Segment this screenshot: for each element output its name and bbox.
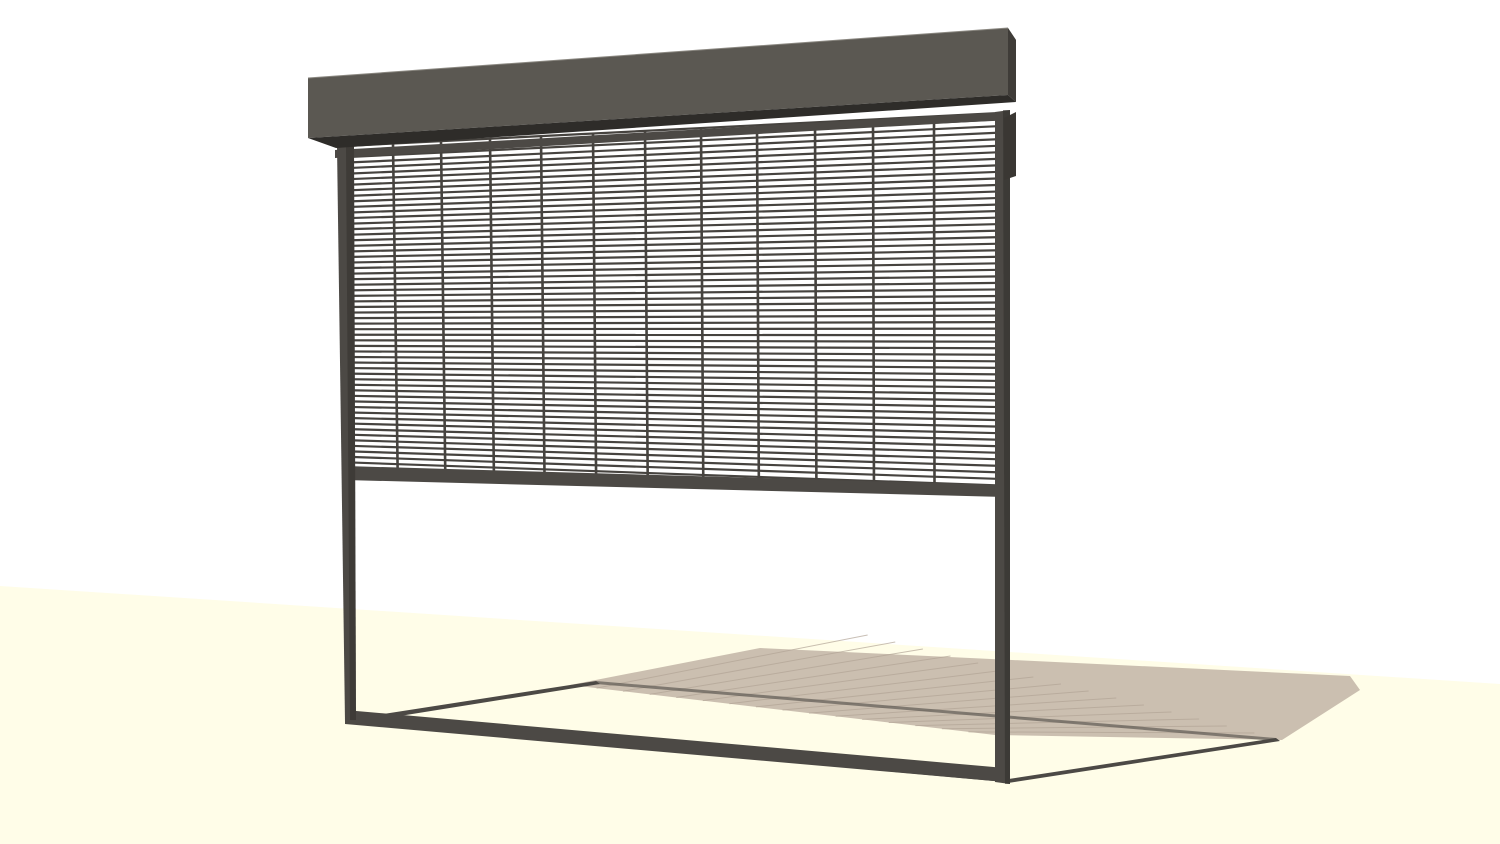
shutter-slat [345, 190, 1001, 214]
box-underside [308, 95, 1016, 148]
shadow-slat-line [888, 711, 1172, 723]
frame-post-right-shade [1003, 110, 1010, 784]
shutter-slat [346, 236, 1001, 253]
shutter-slat [345, 177, 1001, 203]
shutter-slat [345, 131, 1001, 164]
shutter-slat [346, 229, 1001, 248]
shutter-slat [346, 242, 1001, 259]
shutter-slat [347, 327, 1001, 331]
ground-bar-left [345, 681, 600, 724]
shutter-slat [348, 383, 1001, 396]
shutter-slat-panel [343, 111, 1002, 494]
shutter-slat [346, 222, 1001, 242]
shutter-slat [346, 209, 1001, 231]
shutter-slat [348, 389, 1001, 402]
shutter-slat [349, 411, 1001, 428]
shutter-slat [346, 255, 1001, 270]
shutter-vertical-guide [643, 130, 650, 480]
shutter-slat [349, 461, 1001, 487]
shutter-slat [345, 124, 1001, 159]
shutter-box [307, 27, 1016, 148]
shutter-slat [346, 262, 1001, 275]
shutter-slat [345, 157, 1001, 186]
shutter-slat [347, 294, 1001, 303]
shutter-vertical-guide [813, 122, 818, 486]
shutter-slat [345, 138, 1001, 170]
shutter-slat [348, 344, 1001, 350]
shutter-slat [349, 416, 1001, 435]
slat-shadow [570, 648, 1360, 740]
shutter-vertical-guide [871, 119, 876, 488]
shutter-slat [348, 372, 1001, 383]
shutter-slat [349, 428, 1001, 448]
shutter-slat [348, 355, 1001, 363]
shutter-slat [349, 422, 1001, 441]
shutter-vertical-guide [439, 141, 447, 472]
shutter-slat [349, 444, 1001, 467]
floor-shadow [570, 634, 1360, 740]
frame-bottom-bar [345, 710, 1005, 782]
shutter-slat [345, 183, 1001, 209]
shutter-slat [347, 301, 1001, 309]
shutter-slat [348, 378, 1001, 389]
shutter-slat [345, 144, 1001, 175]
shutter-slat [347, 314, 1001, 320]
shutter-vertical-guide [488, 138, 496, 474]
shutter-slat [346, 216, 1001, 236]
frame-posts [335, 110, 1016, 784]
shutter-slat [347, 307, 1001, 314]
shadow-slat-line [623, 641, 896, 692]
shadow-slat-line [676, 655, 951, 698]
frame-post-left-shade [346, 146, 356, 720]
shadow-slat-line [649, 648, 923, 695]
shutter-slat [345, 170, 1001, 198]
shadow-slat-line [809, 690, 1089, 714]
shadow-slat-line [596, 634, 868, 689]
shutter-bottom-rail [345, 466, 1005, 497]
box-front-face [308, 28, 1008, 138]
shutter-slat [347, 288, 1001, 297]
shadow-slat-line [941, 725, 1227, 730]
ground-bar-right [1002, 738, 1280, 783]
frame-top-rail [335, 112, 1005, 158]
shutter-slat [345, 151, 1001, 181]
box-top-edge [307, 27, 1009, 79]
shutter-slat [348, 366, 1001, 376]
shutter-slat [349, 405, 1001, 422]
shutter-slat [348, 400, 1001, 415]
shutter-vertical-guide [932, 116, 936, 490]
shutter-slat [348, 339, 1001, 343]
frame-post-back [1004, 112, 1016, 180]
shutter-vertical-guide [391, 143, 399, 470]
floor-plane [0, 586, 1500, 844]
shutter-slat [349, 433, 1001, 454]
shutter-slat [346, 249, 1001, 264]
shutter-vertical-guide [699, 128, 705, 482]
shutter-slat [347, 268, 1001, 281]
shadow-slat-line [755, 676, 1034, 708]
shadow-slat-line [782, 683, 1062, 711]
shutter-slat [348, 350, 1001, 356]
shutter-slat [346, 203, 1001, 225]
floor-surface [0, 586, 1500, 844]
shutter-vertical-guide [591, 133, 598, 478]
shutter-slat [347, 321, 1001, 325]
shutter-vertical-guide [539, 136, 546, 476]
shutter-slat [347, 281, 1001, 292]
shutter-slat [348, 361, 1001, 369]
shutter-slat [348, 394, 1001, 409]
shutter-slat [349, 450, 1001, 474]
shutter-slat [347, 275, 1001, 286]
shutter-slat [346, 196, 1001, 220]
shutter-vertical-guide [755, 125, 761, 484]
box-side-face [1008, 28, 1016, 102]
shutter-slat [345, 164, 1001, 192]
ground-bar-back [596, 681, 1276, 741]
shutter-slat [349, 439, 1001, 461]
shadow-slat-line [835, 697, 1117, 717]
shutter-slat [349, 455, 1001, 481]
